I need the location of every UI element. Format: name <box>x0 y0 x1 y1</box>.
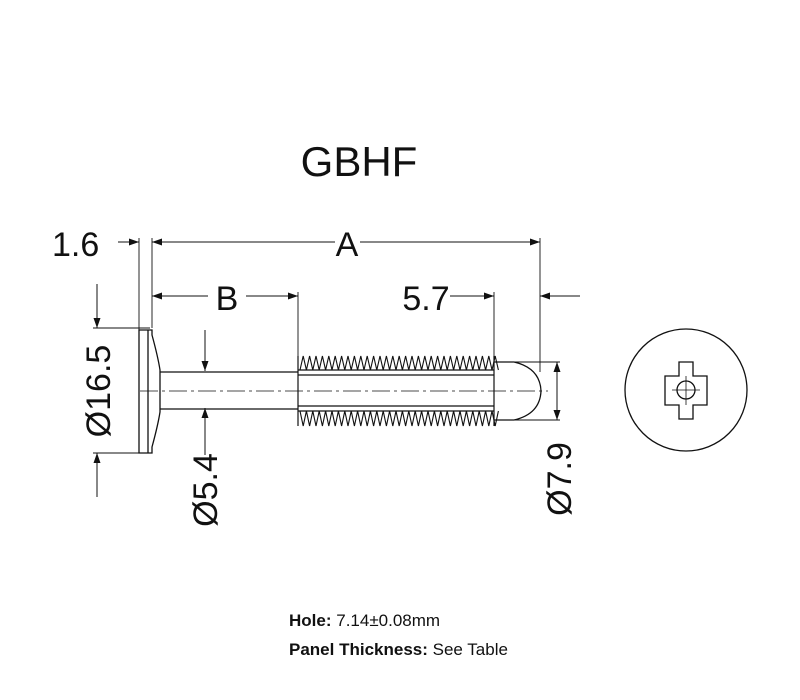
drawing-title: GBHF <box>301 138 418 185</box>
panel-thickness-label: Panel Thickness: <box>289 640 428 659</box>
fastener-shank <box>160 371 298 410</box>
panel-thickness-value: See Table <box>432 640 508 659</box>
fastener-head <box>138 329 161 454</box>
hole-spec-label: Hole: <box>289 611 332 630</box>
fastener-tip <box>494 361 542 421</box>
cross-recess <box>664 361 708 420</box>
fastener-side-view <box>138 329 548 454</box>
rib-teeth-top <box>299 355 499 371</box>
hole-spec: Hole: 7.14±0.08mm <box>289 611 440 631</box>
dimension-arrows <box>93 238 580 497</box>
hole-spec-value: 7.14±0.08mm <box>336 611 441 630</box>
rib-diameter-label: Ø7.9 <box>541 442 579 516</box>
shank-diameter-label: Ø5.4 <box>187 453 225 527</box>
head-thickness-label: 1.6 <box>52 226 99 264</box>
panel-thickness-spec: Panel Thickness: See Table <box>289 640 508 660</box>
shank-length-label: B <box>216 280 239 318</box>
overall-length-label: A <box>336 226 359 264</box>
fastener-end-view <box>624 328 748 452</box>
tip-length-label: 5.7 <box>402 280 449 318</box>
head-diameter-label: Ø16.5 <box>80 345 118 438</box>
extension-lines <box>93 238 560 454</box>
rib-teeth-bottom <box>299 410 499 427</box>
